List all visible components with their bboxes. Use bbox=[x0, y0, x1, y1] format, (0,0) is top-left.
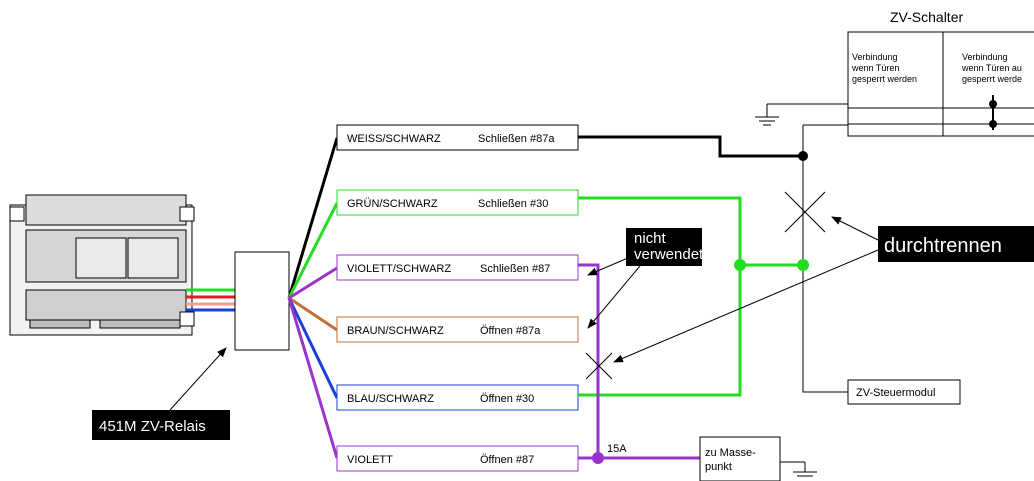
callout-nicht-verwendet: nicht verwendet bbox=[626, 228, 704, 266]
fuse-label: 15A bbox=[607, 443, 627, 455]
relay-module-illustration bbox=[9, 194, 195, 336]
callout-arrow bbox=[169, 347, 227, 411]
wire-label-box-2: GRÜN/SCHWARZ Schließen #30 bbox=[336, 189, 579, 216]
junction-dot bbox=[798, 151, 808, 161]
callout-text-line1: nicht bbox=[634, 230, 667, 247]
callout-relay: 451M ZV-Relais bbox=[92, 410, 230, 440]
wire-label-box-1: WEISS/SCHWARZ Schließen #87a bbox=[336, 124, 579, 151]
switch-box bbox=[847, 31, 1034, 137]
wire-function: Öffnen #87 bbox=[480, 454, 534, 466]
callout-arrow bbox=[587, 257, 629, 276]
switch-title: ZV-Schalter bbox=[890, 9, 963, 25]
switch-contact-dot bbox=[989, 120, 997, 128]
callout-durchtrennen-text: durchtrennen bbox=[884, 235, 1002, 257]
ground-label-line1: zu Masse- bbox=[705, 447, 756, 459]
switch-contact-dot bbox=[989, 100, 997, 108]
wire-function: Öffnen #87a bbox=[480, 325, 541, 337]
black-wire bbox=[578, 135, 803, 158]
wire-label-box-5: BLAU/SCHWARZ Öffnen #30 bbox=[336, 384, 579, 411]
green-wire-bottom bbox=[578, 265, 742, 397]
ground-label-line2: punkt bbox=[705, 461, 732, 473]
callout-arrow bbox=[831, 216, 879, 241]
wire-color-name: BLAU/SCHWARZ bbox=[347, 393, 434, 405]
control-module-label: ZV-Steuermodul bbox=[856, 387, 935, 399]
junction-dot bbox=[734, 259, 746, 271]
violet-wire bbox=[578, 263, 600, 460]
wire-color-name: VIOLETT/SCHWARZ bbox=[347, 263, 451, 275]
switch-col1-line2: wenn Türen bbox=[851, 63, 899, 73]
switch-col1-line3: gesperrt werden bbox=[852, 74, 917, 84]
callout-durchtrennen: durchtrennen bbox=[878, 226, 1034, 262]
wire-label-box-4: BRAUN/SCHWARZ Öffnen #87a bbox=[336, 316, 579, 343]
wire-function: Schließen #87a bbox=[478, 133, 555, 145]
switch-col2-line2: wenn Türen au bbox=[961, 63, 1022, 73]
cut-mark bbox=[784, 191, 826, 233]
control-module-box: ZV-Steuermodul bbox=[847, 379, 961, 405]
ground-symbol bbox=[755, 103, 848, 126]
wire-label-box-3: VIOLETT/SCHWARZ Schließen #87 bbox=[336, 254, 579, 281]
switch-col2-line3: gesperrt werde bbox=[962, 74, 1022, 84]
switch-col2-line1: Verbindung bbox=[962, 52, 1008, 62]
green-wire-top bbox=[578, 196, 742, 265]
signal-line bbox=[802, 125, 848, 393]
wire-function: Schließen #87 bbox=[480, 263, 550, 275]
switch-col1-line1: Verbindung bbox=[852, 52, 898, 62]
wire-color-name: BRAUN/SCHWARZ bbox=[347, 325, 444, 337]
cut-mark bbox=[585, 352, 613, 380]
wire-function: Öffnen #30 bbox=[480, 393, 534, 405]
wire-color-name: GRÜN/SCHWARZ bbox=[347, 198, 438, 210]
fanout-wires bbox=[287, 137, 339, 459]
wire-color-name: VIOLETT bbox=[347, 454, 393, 466]
callout-relay-text: 451M ZV-Relais bbox=[99, 418, 206, 435]
wire-function: Schließen #30 bbox=[478, 198, 548, 210]
wire-color-name: WEISS/SCHWARZ bbox=[347, 133, 441, 145]
wire-label-box-6: VIOLETT Öffnen #87 bbox=[336, 445, 579, 472]
junction-dot bbox=[592, 452, 604, 464]
relay-leads bbox=[186, 288, 235, 312]
callout-arrow bbox=[587, 265, 641, 329]
callout-arrow bbox=[613, 249, 879, 363]
ground-point-box: zu Masse- punkt bbox=[699, 436, 817, 481]
connector-block bbox=[234, 251, 290, 351]
callout-text-line2: verwendet bbox=[634, 246, 704, 263]
junction-dot bbox=[797, 259, 809, 271]
